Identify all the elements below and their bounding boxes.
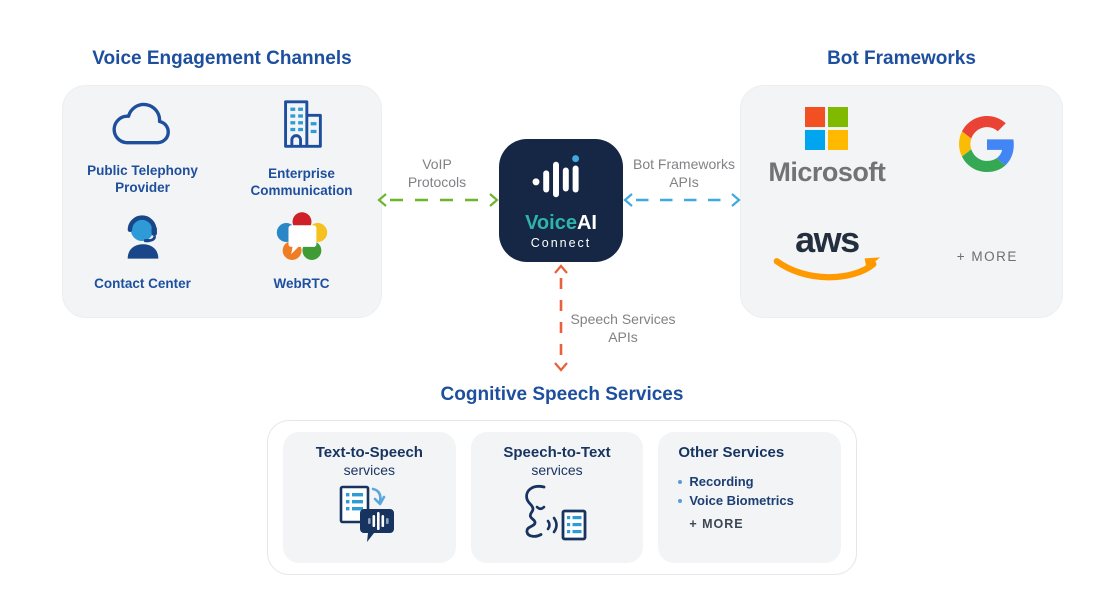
- channel-label: Enterprise Communication: [250, 166, 353, 198]
- tts-card: Text-to-Speech services: [283, 432, 456, 563]
- aws-smile-icon: [771, 256, 883, 287]
- channel-label: Public Telephony Provider: [87, 163, 198, 195]
- bullet-icon: [678, 498, 683, 503]
- bot-more-label: + MORE: [956, 248, 1018, 264]
- tts-subtitle: services: [343, 462, 396, 478]
- voip-protocols-label: VoIP Protocols: [407, 156, 467, 190]
- voip-arrow: [376, 192, 500, 213]
- bullet-icon: [678, 479, 683, 484]
- bot-more: + MORE: [913, 202, 1062, 312]
- voiceai-subtitle: Connect: [530, 236, 592, 250]
- speech-to-text-icon: [517, 483, 597, 550]
- webrtc-icon: [275, 210, 329, 269]
- channel-label: WebRTC: [273, 275, 330, 291]
- bot-aws: aws: [741, 202, 913, 312]
- stt-title: Speech-to-Text: [503, 444, 611, 461]
- other-services-more-label: + MORE: [689, 517, 744, 531]
- voiceai-word-ai: AI: [576, 212, 597, 234]
- text-to-speech-icon: [333, 483, 405, 550]
- aws-wordmark: aws: [795, 219, 860, 261]
- bot-frameworks-heading: Bot Frameworks: [827, 48, 976, 69]
- bot-google: [913, 92, 1062, 202]
- channel-webrtc: WebRTC: [222, 200, 381, 303]
- speech-services-apis-arrow: [553, 264, 569, 377]
- list-item: Recording: [678, 474, 794, 489]
- headset-agent-icon: [116, 210, 170, 269]
- cognitive-speech-container: Text-to-Speech services: [267, 420, 857, 575]
- channels-panel: Public Telephony Provider Enterprise Com…: [62, 85, 382, 318]
- enterprise-building-icon: [271, 96, 333, 159]
- cloud-icon: [105, 99, 181, 156]
- bot-frameworks-panel: Microsoft aws: [740, 85, 1063, 318]
- voiceai-connect-logo: VoiceAI Connect: [499, 139, 623, 262]
- bot-frameworks-apis-arrow: [622, 192, 742, 213]
- other-services-card: Other Services Recording Voice Biometric…: [658, 432, 842, 563]
- channels-heading: Voice Engagement Channels: [92, 48, 352, 69]
- channel-contact-center: Contact Center: [63, 200, 222, 303]
- other-services-list: Recording Voice Biometrics: [678, 474, 794, 508]
- voiceai-word-voice: Voice: [525, 212, 577, 234]
- microsoft-wordmark: Microsoft: [768, 157, 886, 188]
- bullet-label: Voice Biometrics: [689, 493, 794, 508]
- bot-microsoft: Microsoft: [741, 92, 913, 202]
- channel-public-telephony: Public Telephony Provider: [63, 96, 222, 200]
- voiceai-wordmark: VoiceAI: [525, 213, 597, 233]
- tts-title: Text-to-Speech: [315, 444, 423, 461]
- speech-services-apis-label: Speech Services APIs: [570, 311, 676, 345]
- bot-frameworks-apis-label: Bot Frameworks APIs: [633, 156, 735, 190]
- bullet-label: Recording: [689, 474, 754, 489]
- other-services-title: Other Services: [678, 444, 785, 461]
- microsoft-logo-icon: [805, 107, 849, 155]
- channel-enterprise: Enterprise Communication: [222, 96, 381, 200]
- stt-subtitle: services: [531, 462, 583, 478]
- list-item: Voice Biometrics: [678, 493, 794, 508]
- stt-card: Speech-to-Text services: [470, 432, 644, 563]
- cognitive-speech-heading: Cognitive Speech Services: [440, 384, 684, 405]
- voiceai-waveform-icon: [530, 154, 592, 209]
- channel-label: Contact Center: [94, 275, 191, 291]
- google-logo-icon: [959, 116, 1015, 177]
